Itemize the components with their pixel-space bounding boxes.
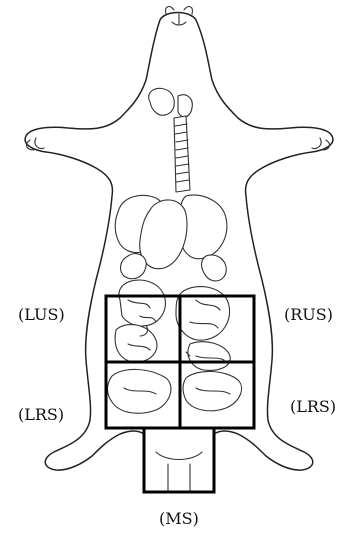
pelvic-lines xyxy=(156,452,202,492)
label-lrs-right: (LRS) xyxy=(290,397,336,416)
kidney xyxy=(202,255,227,281)
thymus xyxy=(149,88,175,115)
label-lus: (LUS) xyxy=(18,305,65,324)
heart xyxy=(178,95,192,117)
intestines xyxy=(108,280,242,413)
spleen xyxy=(121,254,147,279)
label-ms: (MS) xyxy=(159,509,199,528)
left-front-paw xyxy=(27,138,44,150)
label-rus: (RUS) xyxy=(284,305,333,324)
label-lrs-left: (LRS) xyxy=(18,405,64,424)
